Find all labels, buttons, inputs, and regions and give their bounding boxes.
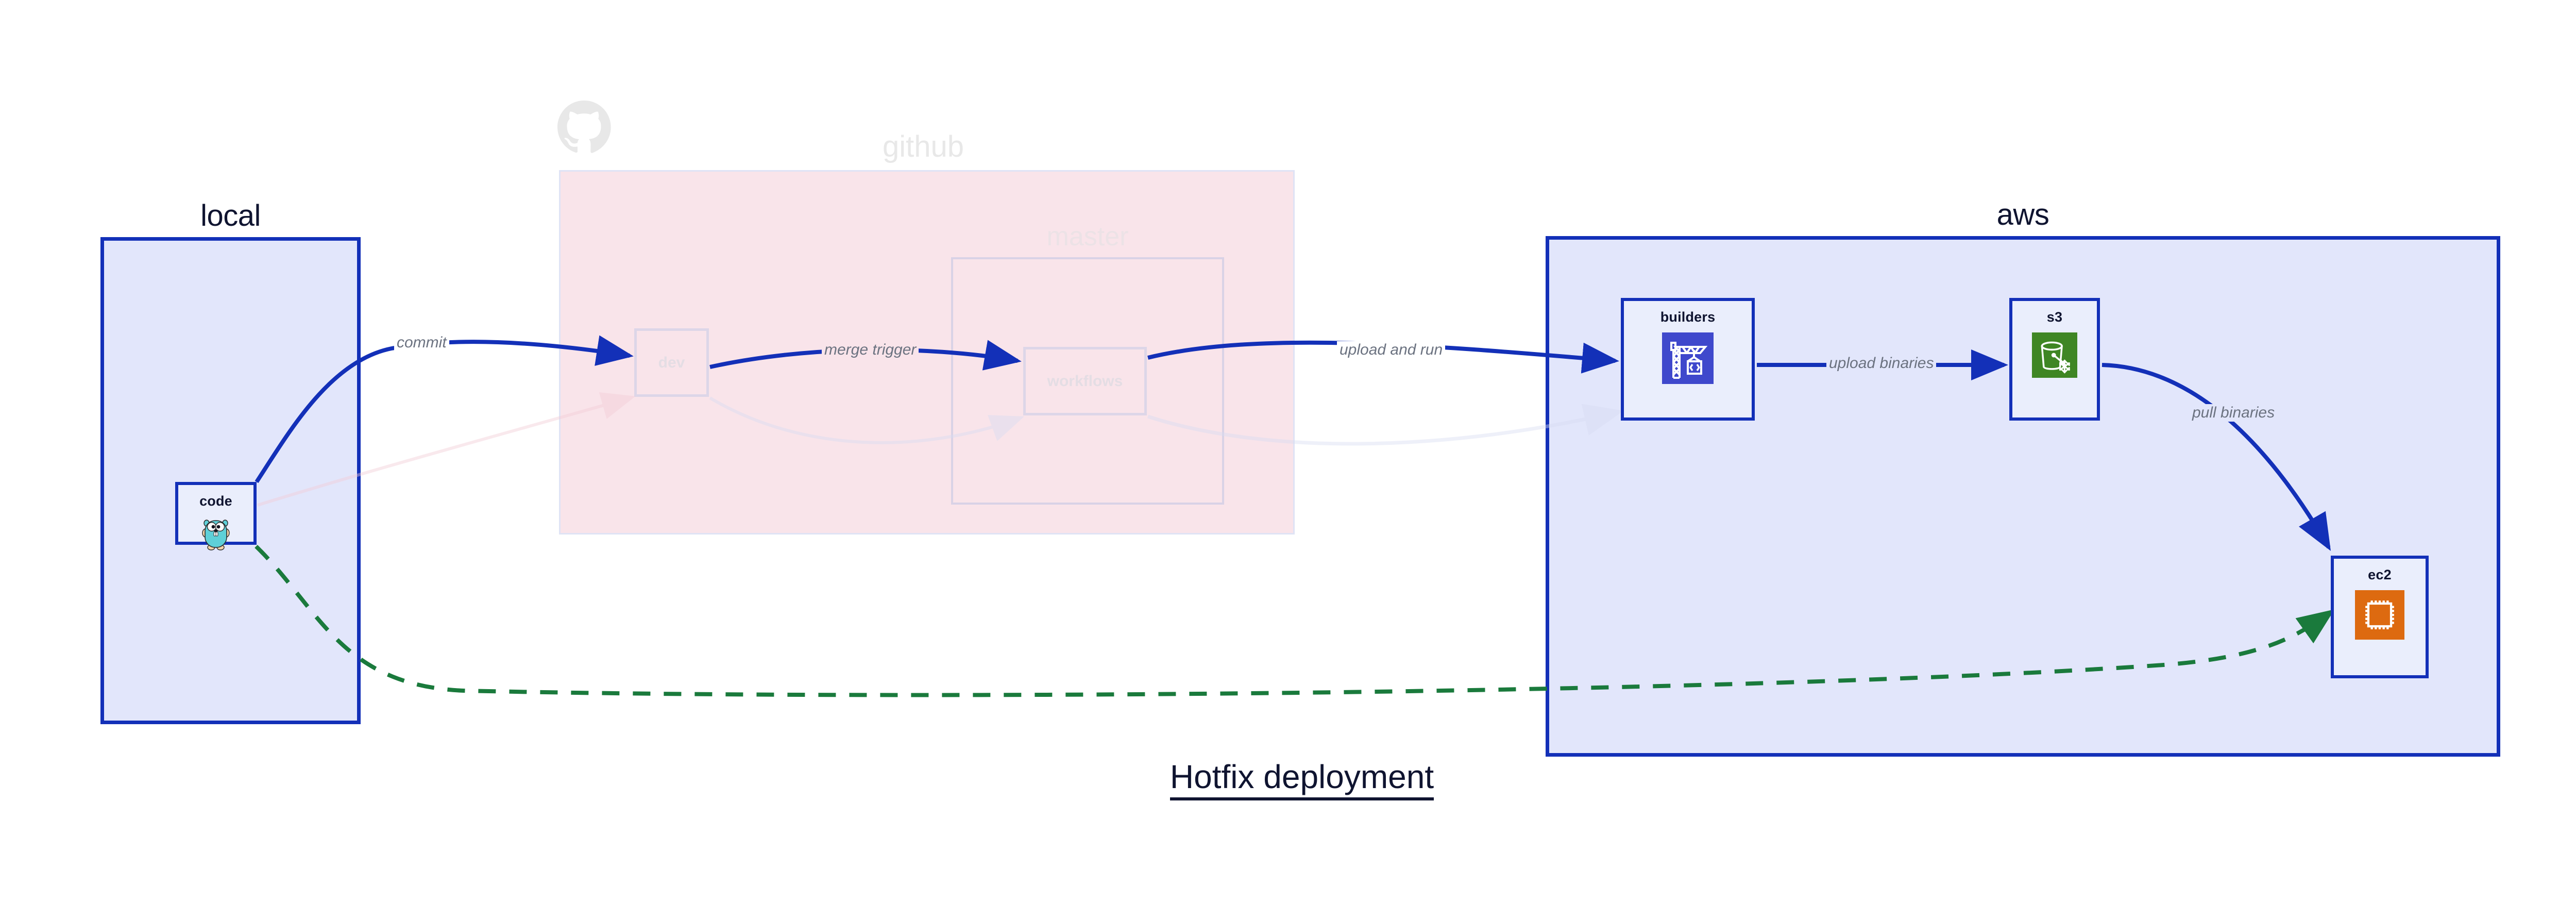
node-builders-label: builders [1660, 309, 1716, 325]
node-workflows[interactable]: workflows [1023, 347, 1147, 415]
node-workflows-label: workflows [1047, 372, 1123, 390]
diagram-title-text: Hotfix deployment [1170, 758, 1434, 800]
cluster-aws-label: aws [1996, 198, 2049, 231]
edge-label-commit: commit [394, 334, 449, 352]
edge-label-merge-trigger: merge trigger [822, 341, 919, 359]
cluster-github-label: github [882, 130, 964, 163]
go-gopher-icon [201, 516, 231, 553]
aws-codebuild-icon [1662, 332, 1714, 387]
node-code[interactable]: code [175, 482, 257, 550]
node-code-label: code [199, 493, 232, 509]
edge-label-upload-binaries: upload binaries [1826, 355, 1937, 372]
diagram-title: Hotfix deployment [0, 758, 2576, 800]
node-ec2[interactable]: ec2 [2331, 556, 2429, 678]
aws-s3-glacier-icon [2032, 332, 2077, 380]
edge-label-upload-and-run: upload and run [1337, 341, 1446, 359]
node-s3[interactable]: s3 [2009, 298, 2100, 421]
node-dev[interactable]: dev [634, 328, 709, 397]
cluster-local-label: local [200, 199, 261, 232]
cluster-local: local [100, 199, 361, 724]
cluster-master: master [951, 222, 1224, 505]
aws-ec2-icon [2355, 590, 2404, 642]
cluster-master-label: master [1046, 222, 1129, 252]
node-dev-label: dev [658, 354, 685, 371]
node-ec2-label: ec2 [2368, 567, 2392, 582]
node-builders[interactable]: builders [1621, 298, 1755, 421]
node-s3-label: s3 [2046, 309, 2063, 325]
edge-label-pull-binaries: pull binaries [2190, 404, 2278, 422]
